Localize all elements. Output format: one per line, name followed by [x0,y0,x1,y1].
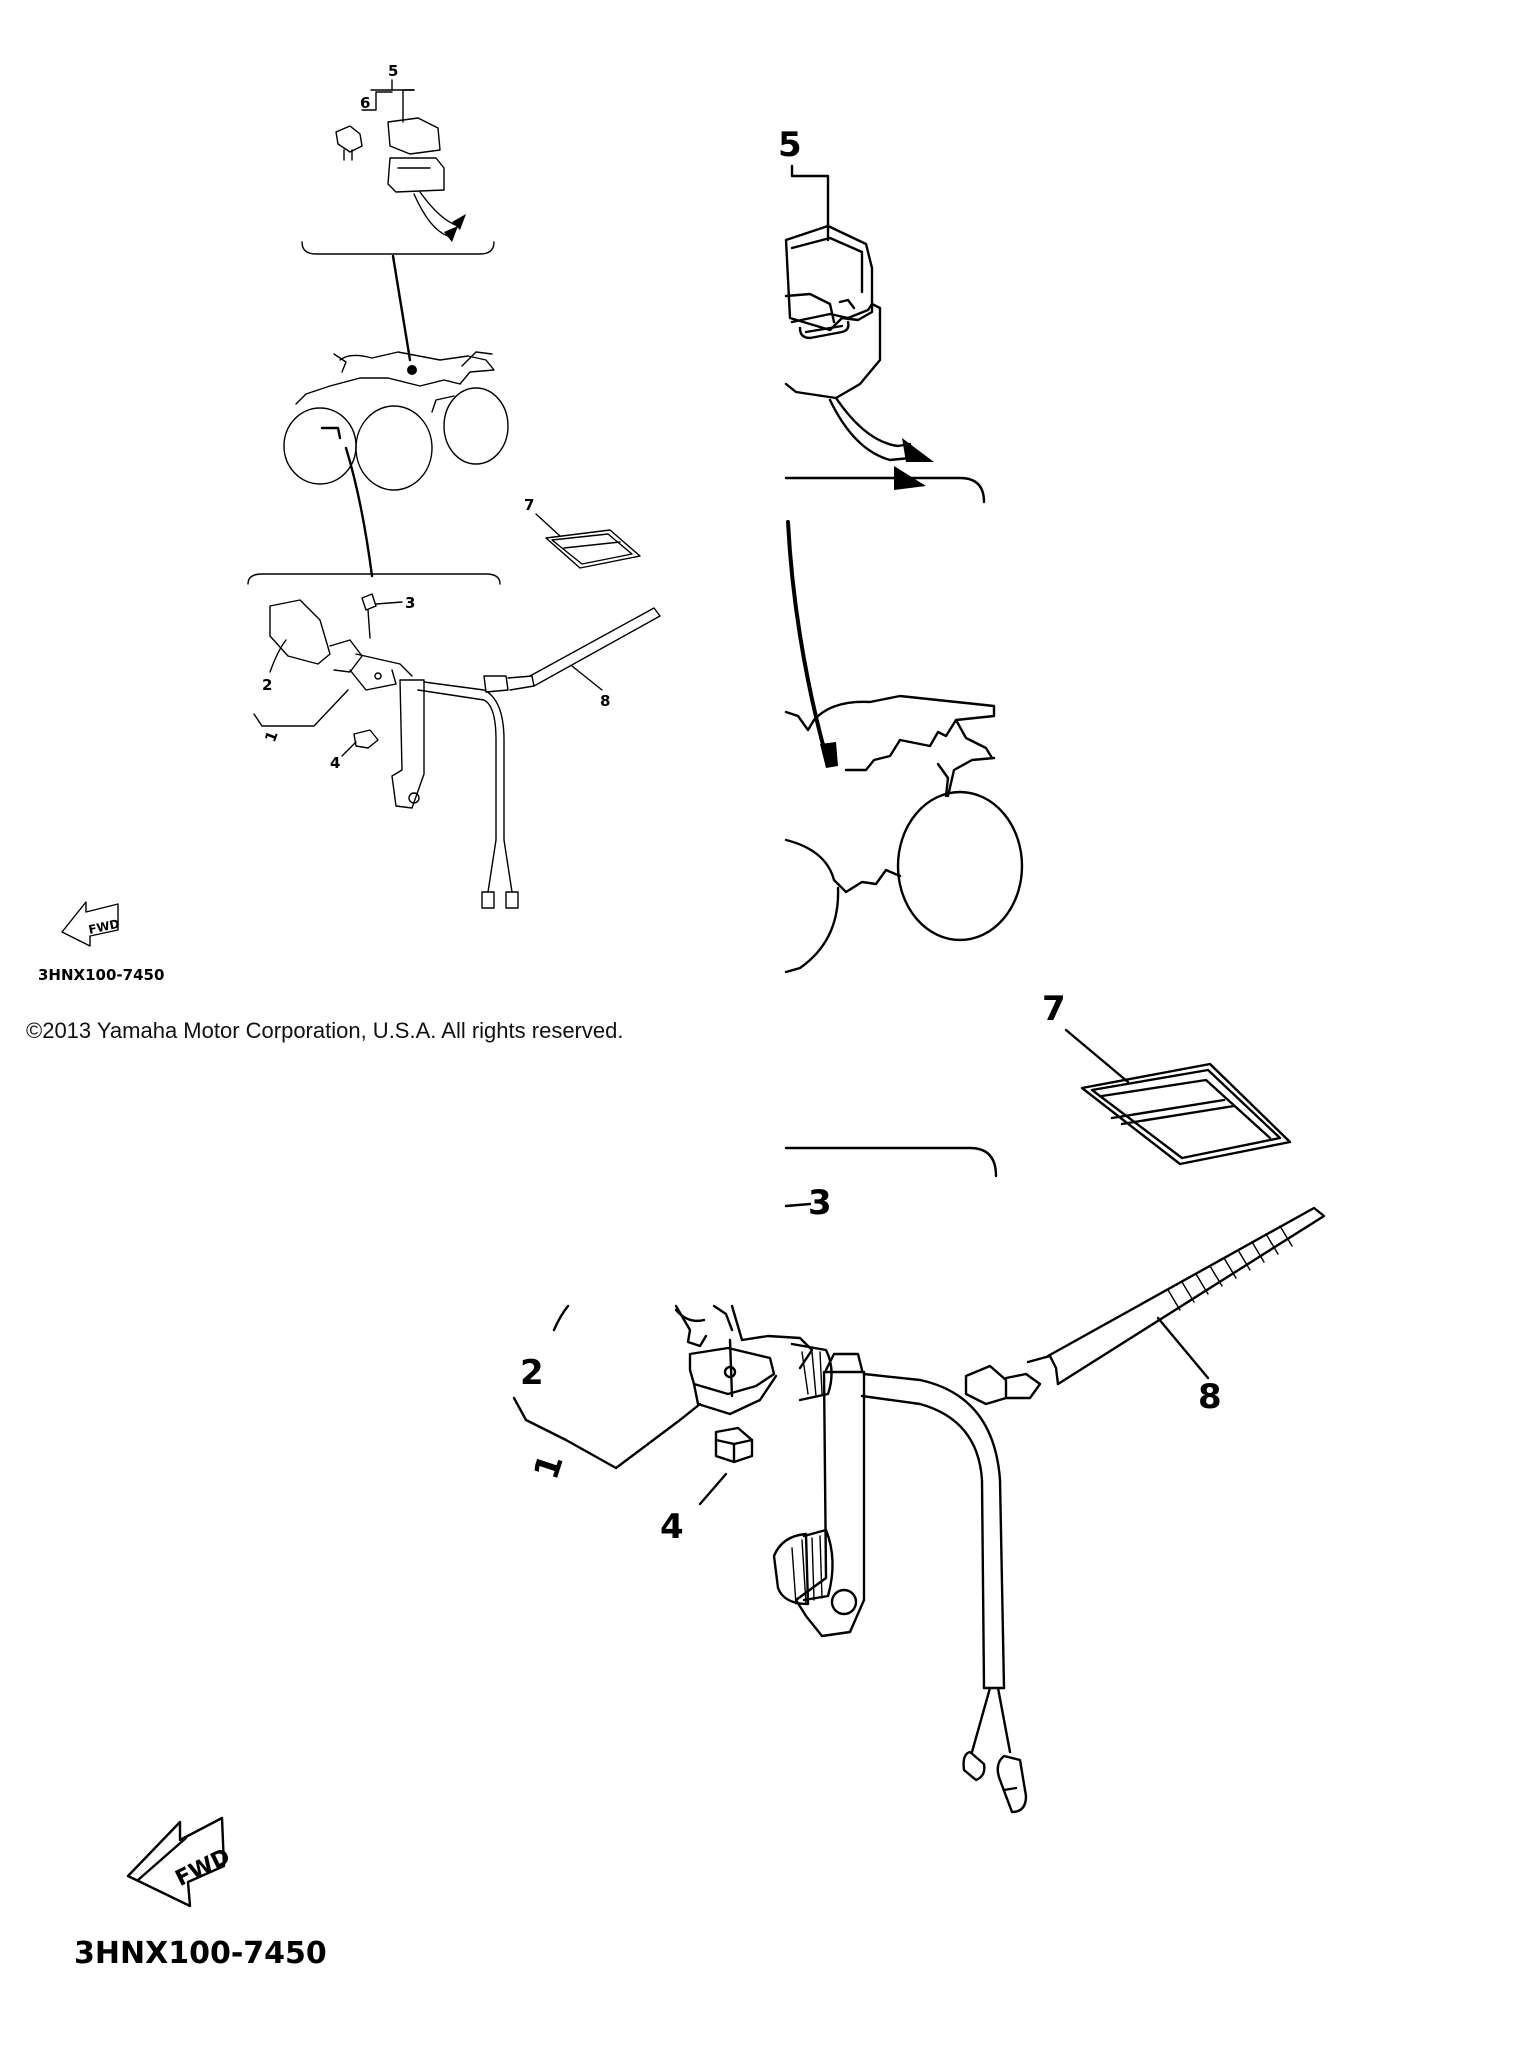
overview-callout-2: 2 [262,676,272,694]
detail-callout-1: 1 [526,1449,571,1484]
overview-relay [361,79,466,242]
overview-part-number: 3HNX100-7450 [38,966,164,984]
part-number-label: 3HNX100-7450 [74,1936,327,1971]
detail-callout-8: 8 [1198,1377,1222,1417]
overview-diagram: 5 6 7 [38,62,661,984]
overview-callout-6: 6 [360,94,370,112]
detail-callout-3: 3 [808,1183,832,1223]
overview-callout-1: 1 [261,729,281,745]
overview-cable-tie [483,607,661,693]
overview-relay-leader [391,254,412,362]
overview-fwd-arrow: FWD [61,901,121,947]
overview-relay-bracket [301,241,495,255]
overview-callout-3: 3 [405,594,415,612]
detail-relay-view: 5 7 3 [778,125,1292,1223]
fwd-arrow-icon: FWD [126,1816,235,1908]
svg-text:FWD: FWD [87,917,121,937]
overview-callout-5: 5 [388,62,398,80]
overview-fuse [335,125,363,161]
detail-callout-5: 5 [778,125,802,165]
detail-callout-4: 4 [660,1507,684,1547]
overview-callout-4: 4 [330,754,340,772]
detail-switch-view: 2 4 1 [512,1206,1326,1814]
overview-switch-leader [344,446,374,578]
overview-callout-7: 7 [524,496,534,514]
detail-callout-7: 7 [1042,989,1066,1029]
fwd-label: FWD [172,1844,235,1892]
copyright-notice: ©2013 Yamaha Motor Corporation, U.S.A. A… [26,1018,624,1043]
overview-callout-8: 8 [600,692,610,710]
overview-pad [545,529,641,569]
overview-atv-outline [283,351,509,491]
overview-switch-bracket [247,573,501,585]
detail-callout-2: 2 [520,1353,544,1393]
overview-switch [269,593,519,909]
